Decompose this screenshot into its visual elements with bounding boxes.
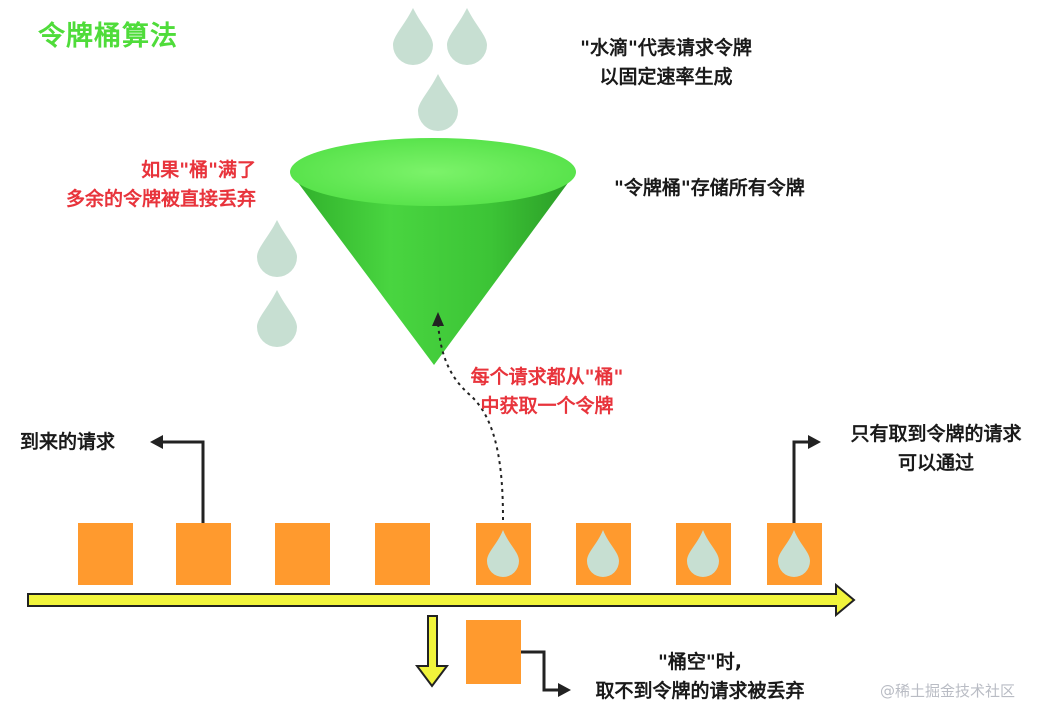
pass-pointer — [792, 440, 810, 523]
pass-caption-line2: 可以通过 — [897, 452, 974, 474]
diagram-title: 令牌桶算法 — [38, 21, 178, 52]
conveyor-arrow — [27, 582, 856, 618]
drops-caption-line1: "水滴"代表请求令牌 — [580, 37, 752, 59]
fetch-caption: 每个请求都从"桶" 中获取一个令牌 — [432, 363, 662, 421]
falling-drop-icon — [393, 8, 433, 65]
drops-caption-line2: 以固定速率生成 — [599, 66, 733, 88]
falling-drop-icon — [447, 8, 487, 65]
request-box — [275, 523, 330, 585]
rejected-request-box — [466, 620, 521, 684]
empty-caption-line1: "桶空"时, — [657, 651, 743, 673]
drops-caption: "水滴"代表请求令牌 以固定速率生成 — [548, 34, 784, 92]
token-fetch-arrowhead — [432, 312, 444, 326]
bucket-cone — [290, 172, 576, 365]
overflow-caption-line1: 如果"桶"满了 — [141, 159, 256, 181]
token-drop-icon — [487, 530, 519, 577]
empty-caption-line2: 取不到令牌的请求被丢弃 — [595, 680, 805, 702]
request-box — [375, 523, 430, 585]
request-box — [78, 523, 133, 585]
watermark: @稀土掘金技术社区 — [880, 682, 1016, 700]
fetch-caption-line1: 每个请求都从"桶" — [470, 366, 624, 388]
pass-caption: 只有取到令牌的请求 可以通过 — [826, 420, 1046, 478]
overflow-caption: 如果"桶"满了 多余的令牌被直接丢弃 — [20, 156, 256, 214]
token-fetch-path — [437, 321, 504, 521]
fetch-caption-line2: 中获取一个令牌 — [480, 395, 614, 417]
bucket-caption: "令牌桶"存储所有令牌 — [614, 177, 805, 199]
token-drop-icon — [687, 530, 719, 577]
request-box — [176, 523, 231, 585]
incoming-pointer — [160, 440, 205, 523]
overflow-drop-icon — [257, 220, 297, 277]
token-drop-icon — [778, 530, 810, 577]
reject-down-arrow — [415, 615, 449, 688]
token-drop-icon — [587, 530, 619, 577]
discard-pointer — [521, 650, 560, 692]
incoming-caption: 到来的请求 — [20, 431, 116, 453]
overflow-caption-line2: 多余的令牌被直接丢弃 — [65, 188, 256, 210]
pass-caption-line1: 只有取到令牌的请求 — [850, 423, 1022, 445]
empty-caption: "桶空"时, 取不到令牌的请求被丢弃 — [575, 648, 825, 706]
overflow-drop-icon — [257, 290, 297, 347]
falling-drop-icon — [418, 74, 458, 131]
bucket-rim — [290, 138, 576, 206]
